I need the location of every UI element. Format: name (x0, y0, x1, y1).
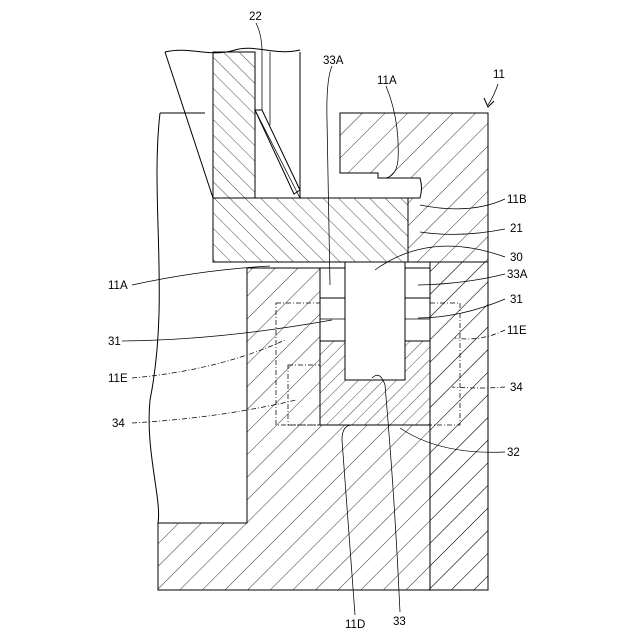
label-33A-top: 33A (323, 55, 344, 67)
label-31-right: 31 (510, 294, 523, 306)
label-11E-right: 11E (507, 325, 527, 337)
label-11A-top: 11A (377, 75, 397, 87)
label-21: 21 (510, 223, 523, 235)
label-11D: 11D (345, 619, 365, 631)
housing-lower-body (158, 262, 488, 590)
pipe-left-slant (165, 52, 213, 198)
label-32: 32 (507, 447, 520, 459)
label-11E-left: 11E (108, 373, 128, 385)
label-34-right: 34 (510, 382, 523, 394)
housing-11 (149, 113, 488, 590)
cover-body (213, 198, 408, 262)
label-22: 22 (249, 11, 262, 23)
seal-33A-right (405, 268, 430, 298)
elastic-31-left (320, 298, 345, 341)
label-11B: 11B (507, 194, 527, 206)
label-11: 11 (493, 69, 505, 81)
label-33A-right: 33A (507, 269, 528, 281)
pipe-blade-line (255, 110, 300, 198)
label-30: 30 (510, 252, 523, 264)
cover-upper (213, 52, 255, 198)
label-11A-left: 11A (108, 280, 128, 292)
label-31-left: 31 (108, 336, 121, 348)
pin-30 (345, 262, 405, 380)
seal-33A-left (320, 268, 345, 298)
label-34-left: 34 (112, 418, 125, 430)
label-33-bottom: 33 (393, 616, 406, 628)
elastic-31-right (405, 298, 430, 341)
